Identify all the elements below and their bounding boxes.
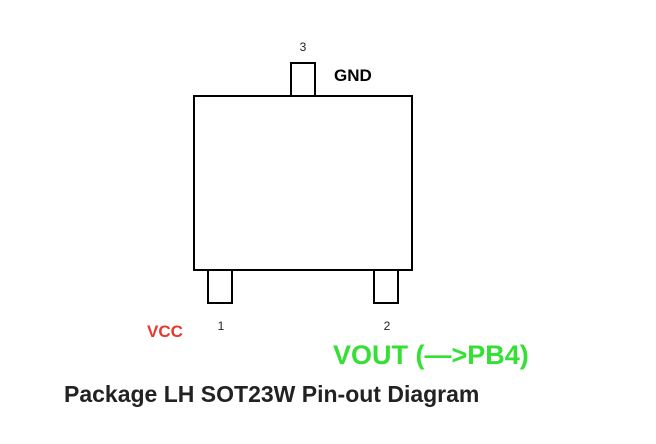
pin-2-number: 2	[384, 319, 391, 333]
pin-1-number: 1	[218, 319, 225, 333]
pin-2-lead	[373, 269, 399, 304]
package-body	[193, 95, 413, 271]
pin-3-lead	[290, 62, 316, 97]
pin-1-lead	[207, 269, 233, 304]
vout-label: VOUT (—>PB4)	[333, 340, 529, 370]
vcc-label: VCC	[147, 322, 183, 341]
gnd-label: GND	[334, 66, 372, 85]
pin-3-number: 3	[300, 40, 307, 54]
diagram-title: Package LH SOT23W Pin-out Diagram	[64, 381, 479, 407]
